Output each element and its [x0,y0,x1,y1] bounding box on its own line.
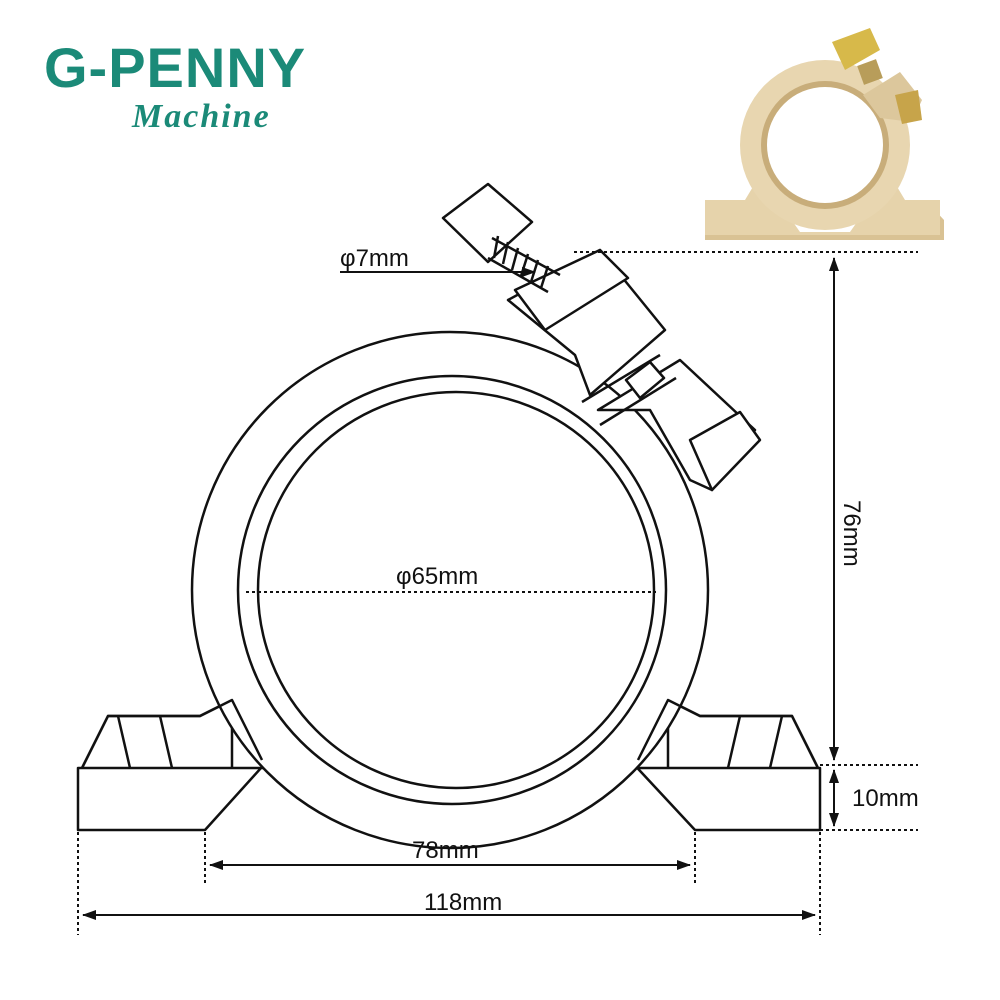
total-width-label: 118mm [424,889,502,916]
clamp-body [76,182,822,850]
bore-diameter-label: φ65mm [396,563,478,590]
product-photo [705,28,944,240]
hole-spacing-label: 78mm [412,837,479,864]
height-label: 76mm [838,500,865,567]
dimension-lines [77,251,918,935]
spindle-clamp-photo-icon [705,28,944,240]
bolt-diameter-label: φ7mm [340,245,409,272]
base-thickness-label: 10mm [852,785,919,812]
brand-subtitle: Machine [132,98,271,135]
brand-name: G-PENNY [44,36,307,99]
